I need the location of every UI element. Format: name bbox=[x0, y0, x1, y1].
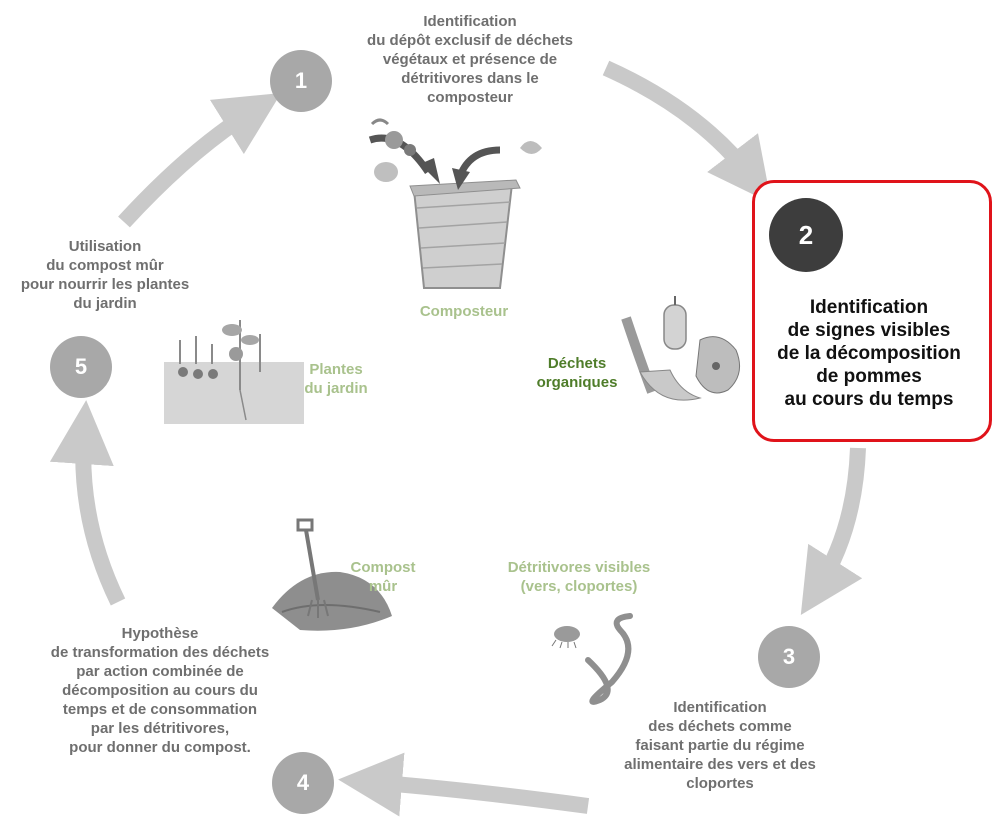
plantes-label: Plantes du jardin bbox=[304, 361, 368, 397]
arrow-5-to-1 bbox=[118, 93, 282, 228]
dechets-label: Déchets organiques bbox=[536, 355, 618, 391]
compost-illustration bbox=[272, 518, 392, 631]
step-3-number: 3 bbox=[782, 644, 796, 669]
step-3-text: Identification des déchets comme faisant… bbox=[624, 699, 816, 792]
detritivores-illustration bbox=[551, 613, 633, 705]
step-5-circle: 5 bbox=[50, 336, 112, 398]
step-3-circle: 3 bbox=[758, 626, 820, 688]
step-1-number: 1 bbox=[294, 68, 308, 93]
step-5-number: 5 bbox=[74, 354, 88, 379]
plantes-illustration bbox=[164, 320, 304, 424]
step-4-number: 4 bbox=[296, 770, 310, 795]
step-2-circle: 2 bbox=[769, 198, 843, 272]
composteur-label: Composteur bbox=[419, 303, 509, 320]
arrow-1-to-2 bbox=[602, 60, 772, 204]
arrow-2-to-3 bbox=[800, 447, 866, 615]
composteur-illustration bbox=[368, 118, 542, 289]
step-1-circle: 1 bbox=[270, 50, 332, 112]
compost-label: Compost mûr bbox=[350, 559, 416, 595]
step-1-text: Identification du dépôt exclusif de déch… bbox=[367, 13, 573, 106]
step-2-number: 2 bbox=[798, 219, 814, 250]
step-2-text: Identification de signes visibles de la … bbox=[777, 297, 961, 410]
arrow-3-to-4 bbox=[338, 752, 590, 817]
arrow-4-to-5 bbox=[49, 400, 126, 606]
detritivores-label: Détritivores visibles (vers, cloportes) bbox=[507, 559, 651, 595]
step-5-text: Utilisation du compost mûr pour nourrir … bbox=[20, 238, 190, 312]
dechets-illustration bbox=[621, 296, 741, 401]
step-4-text: Hypothèse de transformation des déchets … bbox=[50, 625, 270, 756]
step-4-circle: 4 bbox=[272, 752, 334, 814]
